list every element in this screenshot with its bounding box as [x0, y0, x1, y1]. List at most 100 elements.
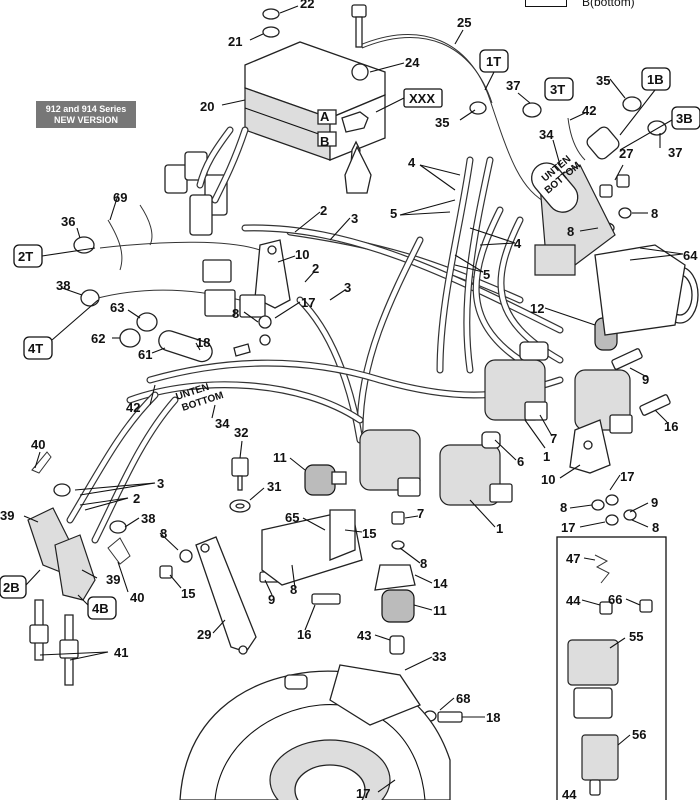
- callout-5a: 5: [390, 206, 397, 221]
- callout-8g: 8: [560, 500, 567, 515]
- callout-16a: 16: [664, 419, 678, 434]
- left-small-parts: [73, 204, 251, 363]
- parts-inset-panel: [556, 536, 667, 800]
- callout-3a: 3: [351, 211, 358, 226]
- callout-35a: 35: [435, 115, 449, 130]
- callout-43: 43: [357, 628, 371, 643]
- callout-17d: 17: [561, 520, 575, 535]
- callout-29: 29: [197, 627, 211, 642]
- boxed-callout-1B: 1B: [619, 67, 671, 136]
- callout-4b: 4: [514, 236, 522, 251]
- callout-18b: 18: [486, 710, 500, 725]
- svg-text:1T: 1T: [486, 54, 501, 69]
- callout-4a: 4: [408, 155, 416, 170]
- callout-42a: 42: [582, 103, 596, 118]
- callout-44b: 44: [562, 787, 577, 800]
- callout-8d: 8: [160, 526, 167, 541]
- electronic-module: [244, 41, 386, 194]
- version-new: NEW VERSION: [53, 115, 118, 125]
- callout-37b: 37: [668, 145, 682, 160]
- callout-68: 68: [456, 691, 470, 706]
- callout-17a: 17: [301, 295, 315, 310]
- callout-33: 33: [432, 649, 446, 664]
- callout-27: 27: [619, 146, 633, 161]
- callout-1a: 1: [496, 521, 503, 536]
- callout-17b: 17: [356, 786, 370, 800]
- callout-7b: 7: [550, 431, 557, 446]
- callout-40a: 40: [31, 437, 45, 452]
- callout-66: 66: [608, 592, 622, 607]
- version-series: 912 and 914 Series: [45, 104, 127, 114]
- callout-15b: 15: [362, 526, 376, 541]
- callout-39b: 39: [106, 572, 120, 587]
- harness-wires: [241, 33, 564, 444]
- callout-8b: 8: [567, 224, 574, 239]
- callout-38a: 38: [56, 278, 70, 293]
- callout-36: 36: [61, 214, 75, 229]
- callout-11a: 11: [273, 450, 287, 465]
- callout-14: 14: [433, 576, 448, 591]
- callout-21: 21: [228, 34, 242, 49]
- boxed-callout-4B: 4B: [77, 594, 117, 620]
- callout-47: 47: [566, 551, 580, 566]
- tag-b: B: [320, 134, 329, 149]
- spark-plug-leads: [27, 451, 131, 686]
- callout-18a: 18: [196, 335, 210, 350]
- callout-16b: 16: [297, 627, 311, 642]
- svg-text:2T: 2T: [18, 249, 33, 264]
- callout-15a: 15: [181, 586, 195, 601]
- version-badge: 912 and 914 Series NEW VERSION: [36, 101, 136, 128]
- callout-22: 22: [300, 0, 314, 11]
- callout-44a: 44: [566, 593, 581, 608]
- callout-10b: 10: [541, 472, 555, 487]
- xxx-tag: XXX: [375, 88, 443, 113]
- callout-65: 65: [285, 510, 299, 525]
- callout-39a: 39: [0, 508, 14, 523]
- legend-bottom-label: B(bottom): [582, 0, 635, 9]
- tag-a: A: [320, 109, 330, 124]
- callout-9a: 9: [642, 372, 649, 387]
- callout-leaders: [23, 5, 684, 793]
- callout-11b: 11: [433, 603, 447, 618]
- callout-34b: 34: [215, 416, 230, 431]
- stator-housing: [179, 664, 451, 800]
- callout-24: 24: [405, 55, 420, 70]
- callout-62: 62: [91, 331, 105, 346]
- callout-69: 69: [113, 190, 127, 205]
- callout-3b: 3: [344, 280, 351, 295]
- callout-12: 12: [530, 301, 544, 316]
- callout-2c: 2: [133, 491, 140, 506]
- callout-41: 41: [114, 645, 128, 660]
- callout-56: 56: [632, 727, 646, 742]
- callout-37a: 37: [506, 78, 520, 93]
- callout-8f: 8: [420, 556, 427, 571]
- svg-text:1B: 1B: [647, 72, 664, 87]
- intake-flange: [530, 126, 699, 336]
- callout-61: 61: [138, 347, 152, 362]
- svg-text:4T: 4T: [28, 341, 43, 356]
- bracket-10: [202, 239, 291, 346]
- callout-3c: 3: [157, 476, 164, 491]
- callout-31: 31: [267, 479, 281, 494]
- callout-7a: 7: [417, 506, 424, 521]
- callout-6: 6: [517, 454, 524, 469]
- boxed-callout-2B: 2B: [0, 569, 41, 599]
- boxed-callout-3B: 3B: [619, 106, 700, 151]
- callout-2a: 2: [320, 203, 327, 218]
- callout-1b: 1: [543, 449, 550, 464]
- callout-34a: 34: [539, 127, 554, 142]
- svg-text:4B: 4B: [92, 601, 109, 616]
- module-connectors: [164, 126, 249, 236]
- svg-text:3B: 3B: [676, 111, 693, 126]
- callout-20: 20: [200, 99, 214, 114]
- callout-42b: 42: [126, 400, 140, 415]
- top-fasteners: [262, 4, 369, 81]
- ignition-coils: [359, 359, 633, 506]
- callout-8a: 8: [651, 206, 658, 221]
- svg-text:2B: 2B: [3, 580, 20, 595]
- boxed-callout-4T: 4T: [23, 299, 99, 360]
- callout-25: 25: [457, 15, 471, 30]
- brackets: [195, 509, 416, 655]
- boxed-callout-3T: 3T: [544, 77, 574, 101]
- svg-text:3T: 3T: [550, 82, 565, 97]
